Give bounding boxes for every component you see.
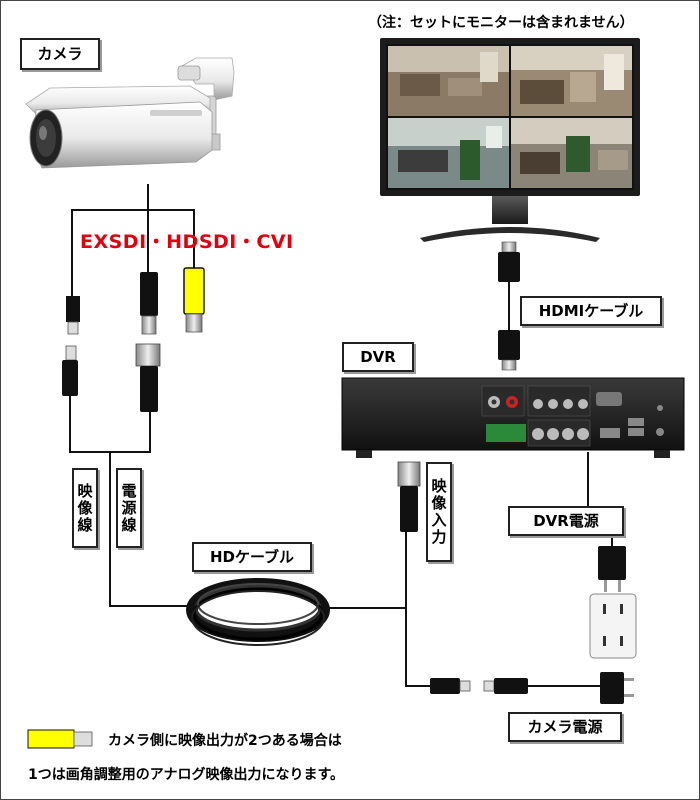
- bnc-connector-icon: [140, 272, 158, 335]
- hdmi-cable-label: HDMIケーブル: [520, 296, 662, 326]
- bnc-input-plug-icon: [397, 461, 421, 532]
- camera-view-4: [511, 118, 632, 188]
- monitor-icon: [380, 38, 640, 242]
- video-format-text: EXSDI・HDSDI・CVI: [80, 231, 294, 253]
- dc-plug-icon: [62, 345, 78, 396]
- dvr-icon: [341, 377, 685, 458]
- bnc-plug-icon: [135, 343, 161, 412]
- hdmi-plug-bottom-icon: [498, 330, 520, 371]
- hd-cable-label: HDケーブル: [192, 542, 312, 572]
- ac-adapter-icon: [600, 672, 634, 704]
- power-connector-icon: [430, 678, 528, 694]
- camera-view-1: [388, 46, 509, 116]
- power-plug-icon: [66, 296, 80, 335]
- cable-coil-icon: [186, 578, 330, 646]
- power-line-label: 電源線: [116, 468, 142, 548]
- camera-power-label: カメラ電源: [508, 712, 622, 742]
- footnote-line-2: 1つは画角調整用のアナログ映像出力になります。: [28, 767, 345, 783]
- dvr-adapter-icon: [598, 546, 626, 592]
- analog-plug-legend-icon: [27, 729, 93, 749]
- hdmi-plug-icon: [498, 241, 520, 282]
- monitor-note: （注：セットにモニターは含まれません）: [368, 15, 634, 31]
- wall-outlet-icon: [589, 593, 637, 659]
- camera-view-2: [511, 46, 632, 116]
- analog-video-plug-icon: [183, 267, 205, 333]
- dvr-label: DVR: [342, 342, 414, 372]
- video-line-label: 映像線: [72, 468, 98, 548]
- camera-view-3: [388, 118, 509, 188]
- camera-label: カメラ: [20, 38, 100, 70]
- camera-icon: [25, 57, 235, 169]
- dvr-power-label: DVR電源: [508, 506, 624, 536]
- footnote-line-1: カメラ側に映像出力が2つある場合は: [108, 733, 342, 749]
- video-input-label: 映像入力: [426, 462, 452, 562]
